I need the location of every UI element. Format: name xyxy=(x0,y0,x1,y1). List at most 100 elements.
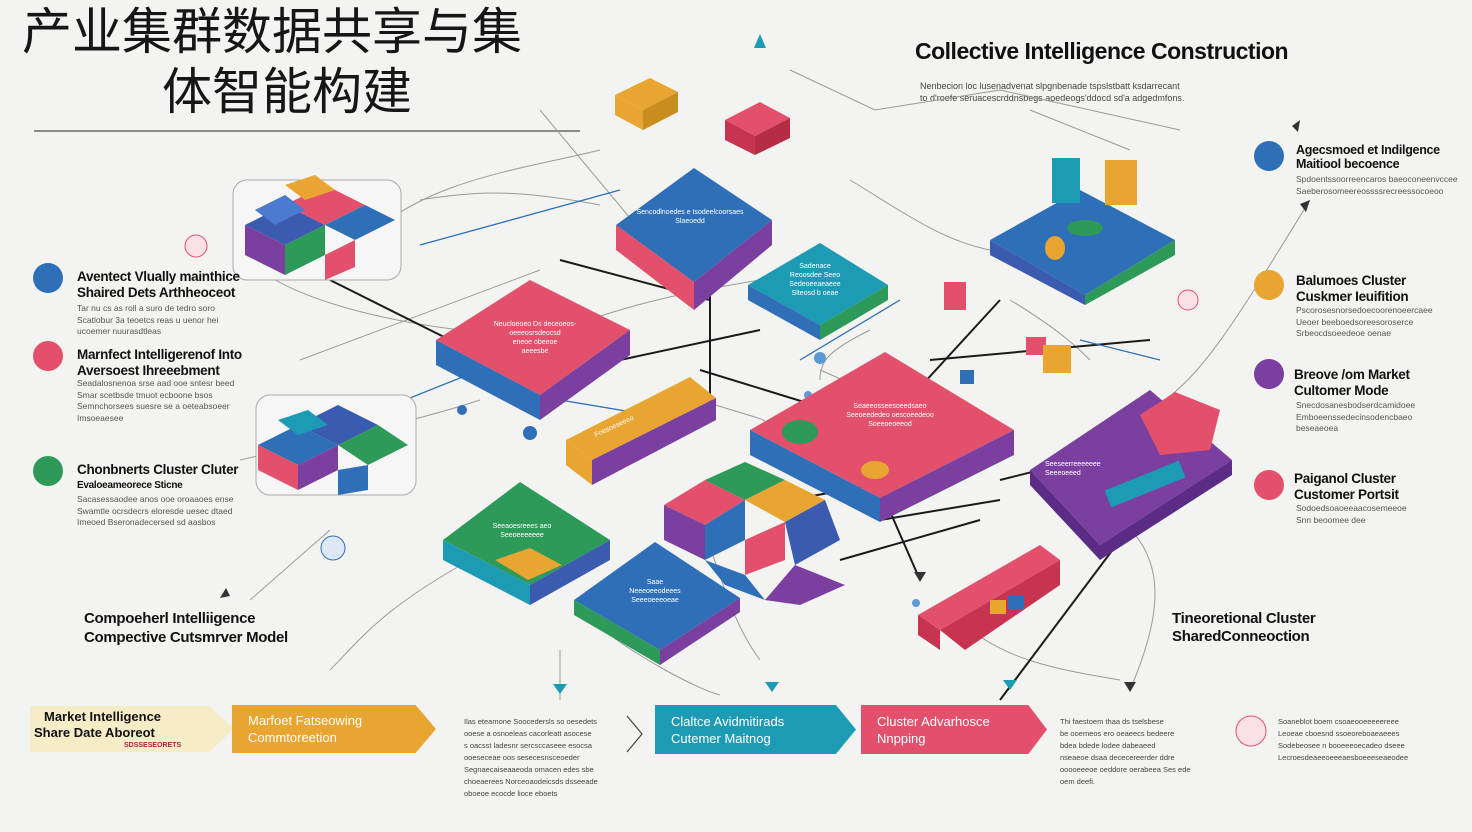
right-item-text: Sodoedsoaoeeaacosemeeoe Snn beoomee dee xyxy=(1296,503,1466,526)
circle-icon xyxy=(1254,270,1284,300)
block-pink-center xyxy=(750,352,1014,522)
text-line: Emboeenssedecinsodencbaeo xyxy=(1296,411,1413,422)
block-label-line: Soeeoeoeeod xyxy=(868,421,912,428)
title-line: Paiganol Cluster xyxy=(1294,471,1396,486)
block-blue-bottom xyxy=(574,542,740,665)
right-item-text: Spdoentssoorreencaros baeoconeenvccee Sa… xyxy=(1296,174,1466,197)
block-label-line: Saae xyxy=(646,579,664,586)
ribbon-text: Market Intelligence Share Date Aboreot S… xyxy=(34,709,181,750)
block-label-pink-left: Neucloeoeo Ds deceoeos- oeeeosrsdeocsd e… xyxy=(470,320,600,356)
left-item-text: Tar nu cs as roll a suro de tedro soro S… xyxy=(77,303,297,338)
small-arrowheads xyxy=(220,120,1310,692)
text-line: Srbeocdsoeedeoe oenae xyxy=(1296,328,1391,338)
ribbon-text: Marfoet Fatseowing Commtoreetion xyxy=(248,712,362,746)
left-item-title: Aventect Vlually mainthice Shaired Dets … xyxy=(77,269,297,301)
ribbon-step-4: Cluster Advarhosce Nnpping xyxy=(861,705,1047,754)
note-line: oem deefi. xyxy=(1060,777,1096,786)
block-label-line: Seeaoesreees aeo xyxy=(492,523,552,530)
block-label-line: aeeesbe xyxy=(521,348,549,355)
text-line: Sodoedsoaoeeaacosemeeoe xyxy=(1296,503,1407,513)
block-label-purple: Seeseerreeeeeee Seeeoeeed xyxy=(1045,460,1145,478)
note-line: Ilas eteamone Soocedersls so oesedets xyxy=(464,717,597,726)
text-line: Saeberosomeereossssrecreessocoeoo xyxy=(1296,185,1444,196)
title-line: Customer Portsit xyxy=(1294,487,1399,502)
block-label-line: Neeeoeeodeees xyxy=(629,588,681,595)
block-yellow-bar xyxy=(566,377,716,485)
block-label-line: Reoosdee Seeo xyxy=(789,272,841,279)
ribbon-line: Share Date Aboreot xyxy=(34,724,155,740)
title-line: Evaloeameorece Sticne xyxy=(77,480,183,491)
block-label-line: eneoe obeeoe xyxy=(512,339,558,346)
text-line: Tar nu cs as roll a suro de tedro soro xyxy=(77,303,215,313)
chevrons xyxy=(626,715,643,753)
text-line: ucoemer nuurasdtleas xyxy=(77,326,162,336)
note-line: Soaneblot boem csoaeooeeeeereee xyxy=(1278,717,1399,726)
text-line: Semnchorsees suesre se a oeteabsoeer xyxy=(77,401,230,411)
block-label-line: Neucloeoeo Ds deceoeos- xyxy=(493,321,577,328)
ribbon-step-3: Claltce Avidmitirads Cutemer Maitnog xyxy=(655,705,856,754)
note-line: bdea bdede lodee dabeaeed xyxy=(1060,741,1156,750)
title-line: Chonbnerts Cluster Cluter xyxy=(77,462,239,477)
bottom-notes-right: Thi faestoem thaa ds tselsbese be ooemeo… xyxy=(1060,716,1220,788)
arrowheads xyxy=(553,34,1017,694)
title-line: Aventect Vlually mainthice xyxy=(77,269,240,284)
ribbon-line: Nnpping xyxy=(877,730,926,746)
ribbon-line: Cutemer Maitnog xyxy=(671,730,771,746)
heading-line: Compoeherl Intelliigence xyxy=(84,610,256,627)
circle-icon xyxy=(1254,470,1284,500)
note-line: ooese a osnoeleas cacorleatt asocese xyxy=(464,729,592,738)
block-purple-right xyxy=(1030,390,1232,560)
text-line: Scatlobur 3a teoetcs reas u uenor hei xyxy=(77,314,219,325)
text-line: Imeoed Bseronadecersed sd aasbos xyxy=(77,517,216,527)
intro-line: Nenbecion loc lusenadvenat slpgnbenade t… xyxy=(920,81,1180,91)
block-label-line: Slaeoedd xyxy=(675,218,705,225)
text-line: Swamtle ocrsdecrs eloresde uesec dtaed xyxy=(77,505,233,516)
block-label-blue-bottom: Saae Neeeoeeodeees Seeeoeeeoeae xyxy=(600,578,710,605)
left-item-text: Seadalosnenoa srse aad ooe sntesr beed S… xyxy=(77,378,307,424)
text-line: Imsoeaesee xyxy=(77,412,124,423)
ribbon-line: Commtoreetion xyxy=(248,730,337,745)
note-line: Lecroesdeaeeoeeeaesboeeeseaeodee xyxy=(1278,753,1409,762)
ribbon-subline: SDSSESEORETS xyxy=(124,741,182,749)
connector-lines xyxy=(239,69,1311,700)
text-line: Snn beoomee dee xyxy=(1296,514,1366,525)
block-label-line: Seeseerreeeeeee xyxy=(1045,461,1101,468)
intro-text: Nenbecion loc lusenadvenat slpgnbenade t… xyxy=(920,80,1400,104)
title-line: Cuskmer Ieuifition xyxy=(1296,289,1409,304)
block-label-green: Seeaoesreees aeo Seeoeeeeeee xyxy=(457,522,587,540)
note-line: s oacsst ladesnr sercsccaseee esocsa xyxy=(464,741,592,750)
block-label-line: Sencodlnoedes e tsodeelcoorsaes xyxy=(636,209,744,216)
text-line: Smar scetbsde tmuot ecboone bsos xyxy=(77,389,213,400)
bottom-notes-far: Soaneblot boem csoaeooeeeeereee Leoeae c… xyxy=(1278,716,1458,764)
note-line: ooooeeeoe oeddore oerabeea Ses ede xyxy=(1060,765,1191,774)
lower-left-heading: Compoeherl Intelliigence Compective Cuts… xyxy=(84,609,288,647)
left-item-text: Sacasessaodee anos ooe oroaaoes ense Swa… xyxy=(77,494,297,529)
ribbon-line: Marfoet Fatseowing xyxy=(248,713,363,728)
circle-icon xyxy=(33,263,63,293)
note-line: Segnaecaiseaaeoda omacen edes sbe xyxy=(464,765,594,774)
cube-platform-right xyxy=(990,158,1175,305)
note-line: Thi faestoem thaa ds tselsbese xyxy=(1060,717,1164,726)
note-line: nseaeoe dsaa dececereerder ddre xyxy=(1060,753,1175,762)
block-label-pink-center: Seaeeosseesoeedsaeo Seeoeededeo oescoeed… xyxy=(820,402,960,429)
text-line: Snecdosanesbodserdcamidoee xyxy=(1296,400,1416,410)
right-item-title: Paiganol Cluster Customer Portsit xyxy=(1294,471,1469,503)
bottom-notes-mid: Ilas eteamone Soocedersls so oesedets oo… xyxy=(464,716,624,800)
title-line: Maitiool becoence xyxy=(1296,157,1400,171)
title-line: Agecsmoed et Indilgence xyxy=(1296,143,1440,157)
text-line: Sacasessaodee anos ooe oroaaoes ense xyxy=(77,494,234,504)
right-item-text: Pscorosesnorsedoecoorenoeercaee Ueoer be… xyxy=(1296,305,1466,340)
block-teal xyxy=(748,243,888,340)
ribbon-line: Claltce Avidmitirads xyxy=(671,713,785,729)
circle-icon xyxy=(33,456,63,486)
left-item-title: Chonbnerts Cluster Cluter Evaloeameorece… xyxy=(77,462,297,494)
title-line: Aversoest Ihreeebment xyxy=(77,363,220,378)
block-label-line: Seaeeosseesoeedsaeo xyxy=(853,403,927,410)
ribbon-step-1: Market Intelligence Share Date Aboreot S… xyxy=(30,706,234,752)
block-label-line: Seeeoeeeoeae xyxy=(631,597,679,604)
block-label-line: oeeeosrsdeocsd xyxy=(509,330,561,337)
title-line: Cultomer Mode xyxy=(1294,383,1389,398)
block-label-line: Sadenace xyxy=(799,263,831,270)
note-line: Leoeae cboesnd ssoeoreboaeaeees xyxy=(1278,729,1400,738)
ribbon-text: Cluster Advarhosce Nnpping xyxy=(877,713,990,747)
